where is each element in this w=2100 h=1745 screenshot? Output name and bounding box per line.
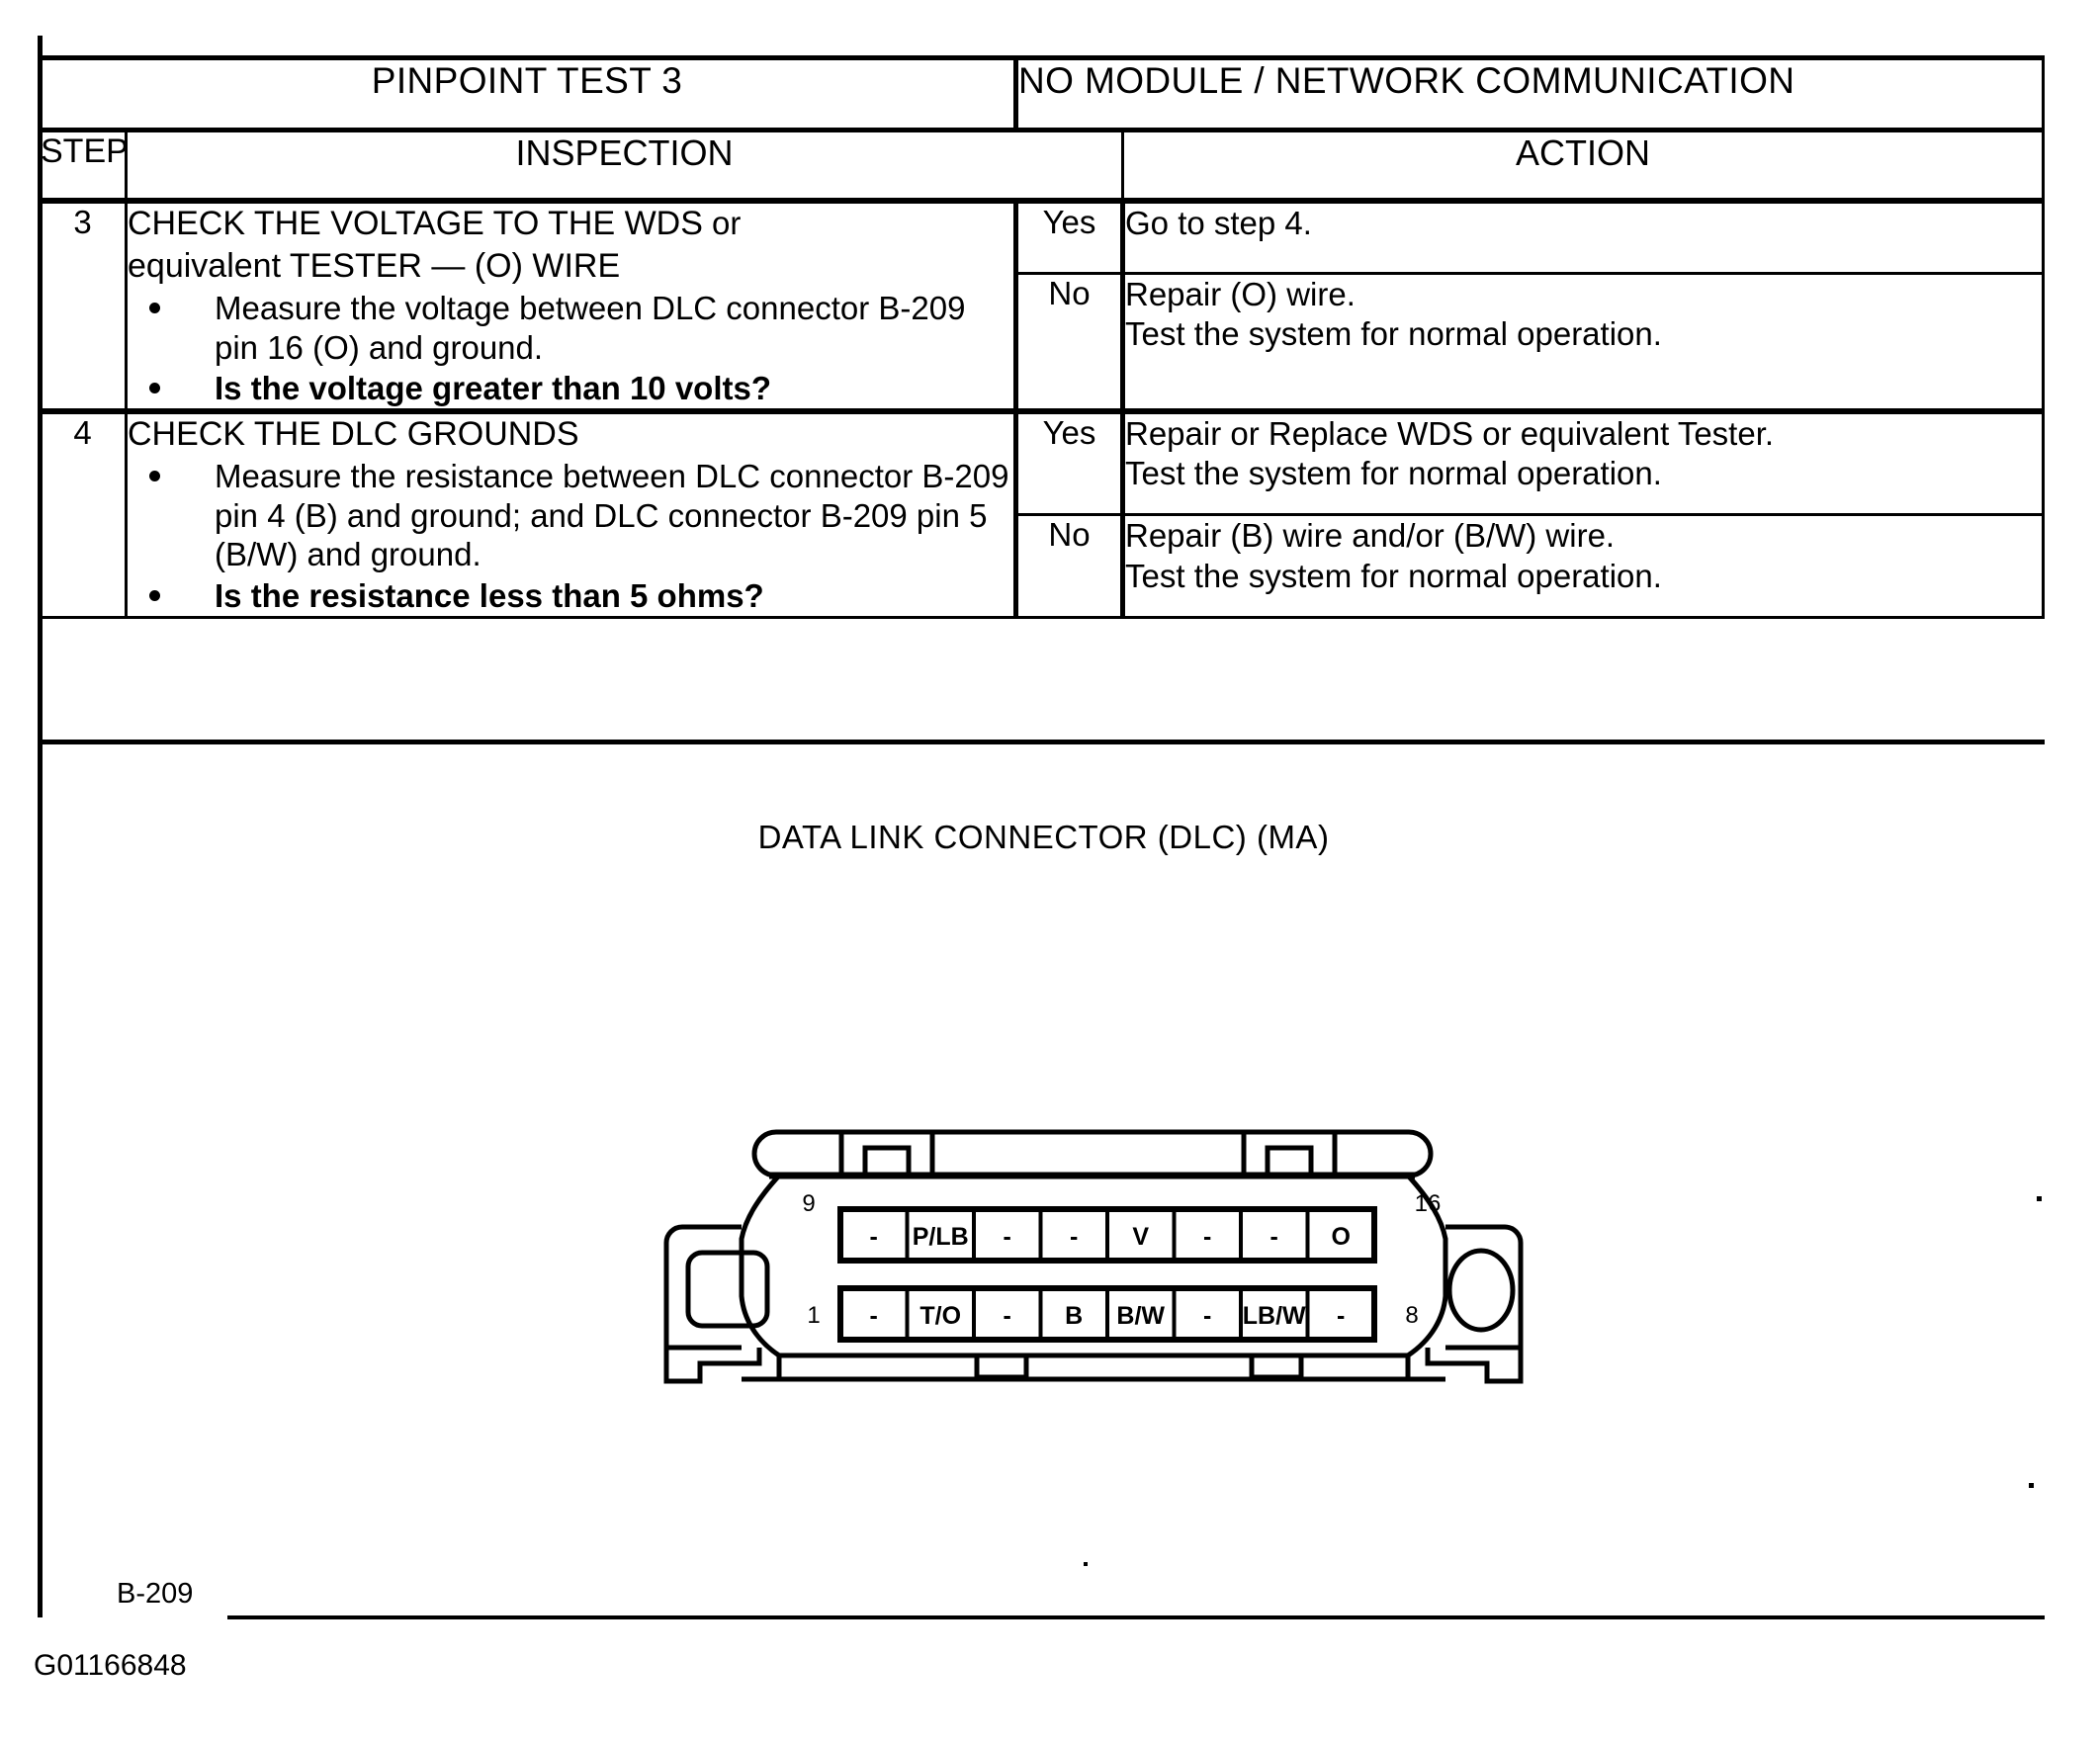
- table-row: 3 CHECK THE VOLTAGE TO THE WDS or equiva…: [38, 197, 2045, 413]
- action-yes: Go to step 4.: [1121, 197, 2045, 275]
- pin-label-bottom-6: LB/W: [1243, 1302, 1306, 1330]
- step-number: 3: [38, 197, 128, 413]
- connector-shell: [739, 1174, 1448, 1358]
- bullet-text: Is the resistance less than 5 ohms?: [215, 576, 764, 614]
- pinpoint-test-name: NO MODULE / NETWORK COMMUNICATION: [1014, 55, 2045, 132]
- bullet-text: Measure the resistance between DLC conne…: [215, 458, 1009, 573]
- pin-label-bottom-3: B: [1065, 1302, 1083, 1330]
- step-number: 4: [38, 408, 128, 619]
- bullet-dot-icon: [149, 471, 160, 482]
- inspection-heading-suffix: or: [702, 205, 742, 241]
- action-line: Repair or Replace WDS or equivalent Test…: [1125, 415, 1775, 453]
- inspection-heading-line1: CHECK THE DLC GROUNDS: [128, 415, 579, 454]
- action-line: Test the system for normal operation.: [1125, 455, 1662, 492]
- bullet-text: Is the voltage greater than 10 volts?: [215, 370, 771, 407]
- dlc-connector-illustration: - P/LB - - V - - O - T/O - B B/W - LB/W: [631, 1120, 1550, 1387]
- left-flange-foot: [663, 1348, 762, 1384]
- step-inspection: CHECK THE DLC GROUNDS Measure the resist…: [125, 408, 1018, 619]
- action-line: Test the system for normal operation.: [1125, 557, 1662, 594]
- dlc-connector-svg: - P/LB - - V - - O - T/O - B B/W - LB/W: [663, 1129, 1524, 1384]
- action-line: Go to step 4.: [1125, 205, 1312, 241]
- pin-label-top-3: -: [1070, 1223, 1078, 1251]
- bullet-text: Measure the voltage between DLC connecto…: [215, 290, 966, 366]
- answer-yes-label: Yes: [1014, 197, 1125, 275]
- inspection-heading: CHECK THE DLC GROUNDS: [128, 414, 1013, 455]
- pin-number-bottom-right: 8: [1405, 1302, 1418, 1329]
- right-flange-foot: [1425, 1348, 1524, 1384]
- pin-label-bottom-2: -: [1004, 1302, 1011, 1330]
- table-header-row: STEP INSPECTION ACTION: [38, 129, 2045, 204]
- connector-reference: B-209: [117, 1578, 194, 1610]
- pin-number-bottom-left: 1: [807, 1302, 820, 1329]
- pin-number-top-left: 9: [802, 1190, 815, 1217]
- pin-label-top-2: -: [1004, 1223, 1011, 1251]
- graphic-code: G01166848: [34, 1649, 187, 1682]
- connector-skirt: [776, 1355, 1411, 1382]
- latch-notch-left: [862, 1145, 912, 1176]
- latch-notch-right: [1265, 1145, 1314, 1176]
- right-flange: [1445, 1224, 1524, 1351]
- table-row: 4 CHECK THE DLC GROUNDS Measure the resi…: [38, 408, 2045, 619]
- skirt-notch-right: [1249, 1355, 1304, 1380]
- column-header-action: ACTION: [1121, 129, 2045, 204]
- inspection-heading: CHECK THE VOLTAGE TO THE WDS or: [128, 204, 1013, 244]
- list-item: Measure the voltage between DLC connecto…: [128, 289, 1013, 367]
- terminal-labels-top: - P/LB - - V - - O: [870, 1223, 1351, 1251]
- scan-speck: [2029, 1483, 2034, 1488]
- pin-label-bottom-5: -: [1203, 1302, 1211, 1330]
- diagram-area: DATA LINK CONNECTOR (DLC) (MA): [38, 740, 2045, 1617]
- inspection-heading-line1: CHECK THE VOLTAGE TO THE WDS: [128, 205, 703, 242]
- pin-label-top-4: V: [1132, 1223, 1149, 1251]
- table-row: No Repair (O) wire. Test the system for …: [40, 271, 2045, 413]
- pin-label-top-5: -: [1203, 1223, 1211, 1251]
- pin-label-bottom-0: -: [870, 1302, 878, 1330]
- table-row: No Repair (B) wire and/or (B/W) wire. Te…: [40, 513, 2045, 619]
- action-no: Repair (O) wire. Test the system for nor…: [1121, 271, 2045, 413]
- pin-label-top-1: P/LB: [913, 1223, 969, 1251]
- pinpoint-test-table: PINPOINT TEST 3 NO MODULE / NETWORK COMM…: [38, 55, 2045, 619]
- inspection-bullet-list: Measure the resistance between DLC conne…: [128, 457, 1013, 615]
- left-screw-hole: [685, 1250, 770, 1329]
- bullet-dot-icon: [149, 303, 160, 314]
- pin-label-bottom-7: -: [1337, 1302, 1345, 1330]
- answer-yes-label: Yes: [1014, 408, 1125, 517]
- table-title-row: PINPOINT TEST 3 NO MODULE / NETWORK COMM…: [38, 55, 2045, 132]
- right-screw-hole: [1446, 1248, 1516, 1333]
- list-item: Is the resistance less than 5 ohms?: [128, 576, 1013, 616]
- step-inspection: CHECK THE VOLTAGE TO THE WDS or equivale…: [125, 197, 1018, 413]
- footer-rule: [227, 1615, 2045, 1619]
- scan-speck: [2037, 1196, 2042, 1201]
- terminal-labels-bottom: - T/O - B B/W - LB/W -: [870, 1302, 1346, 1330]
- action-line: Test the system for normal operation.: [1125, 315, 1662, 353]
- action-line: Repair (B) wire and/or (B/W) wire.: [1125, 517, 1616, 555]
- list-item: Measure the resistance between DLC conne…: [128, 457, 1013, 574]
- scan-speck: [1084, 1562, 1088, 1566]
- pinpoint-test-label: PINPOINT TEST 3: [38, 55, 1018, 132]
- pin-number-top-right: 16: [1415, 1190, 1442, 1217]
- list-item: Is the voltage greater than 10 volts?: [128, 369, 1013, 408]
- terminal-rows: [837, 1206, 1377, 1343]
- left-flange: [663, 1224, 742, 1351]
- action-no: Repair (B) wire and/or (B/W) wire. Test …: [1121, 513, 2045, 619]
- column-header-inspection: INSPECTION: [125, 129, 1124, 204]
- pin-numbers: 9 16 1 8: [802, 1190, 1441, 1329]
- connector-latch-bar: [751, 1129, 1434, 1178]
- pin-label-bottom-4: B/W: [1116, 1302, 1165, 1330]
- pin-label-top-6: -: [1270, 1223, 1278, 1251]
- diagram-title: DATA LINK CONNECTOR (DLC) (MA): [757, 819, 1330, 855]
- action-line: Repair (O) wire.: [1125, 275, 1356, 312]
- bullet-dot-icon: [149, 383, 160, 394]
- column-header-step: STEP: [38, 129, 129, 204]
- bullet-dot-icon: [149, 589, 160, 601]
- answer-no-label: No: [1014, 513, 1125, 619]
- pin-label-top-7: O: [1331, 1223, 1350, 1251]
- pin-label-bottom-1: T/O: [919, 1302, 961, 1330]
- inspection-bullet-list: Measure the voltage between DLC connecto…: [128, 289, 1013, 408]
- action-yes: Repair or Replace WDS or equivalent Test…: [1121, 408, 2045, 517]
- inspection-heading-line2: equivalent TESTER — (O) WIRE: [128, 247, 621, 286]
- pin-label-top-0: -: [870, 1223, 878, 1251]
- skirt-notch-left: [974, 1355, 1029, 1380]
- answer-no-label: No: [1014, 271, 1125, 413]
